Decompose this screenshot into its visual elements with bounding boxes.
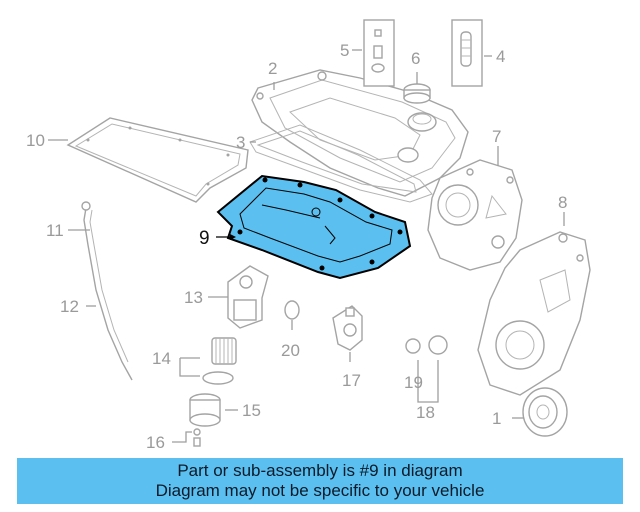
callout-15: 15 [242,401,261,420]
callout-14: 14 [152,349,171,368]
oil-filter-adapter-part[interactable] [227,265,269,329]
oil-filter-cap-part[interactable] [189,393,221,427]
crank-pulley-part[interactable] [522,387,568,437]
o-ring-part[interactable] [405,335,448,355]
dipstick-tube-part[interactable] [81,201,133,381]
stud-alt-part[interactable] [451,19,483,87]
banner-line-disclaimer: Diagram may not be specific to your vehi… [155,481,485,500]
front-cover-part[interactable] [477,231,591,396]
bolt-part[interactable] [193,428,201,447]
leader-lines [48,49,565,443]
callout-20: 20 [281,341,300,360]
callout-7: 7 [492,127,501,146]
oil-pan-part[interactable] [216,174,412,280]
callout-11: 11 [46,221,64,240]
callout-18: 18 [416,403,435,422]
oil-pan-gasket-part[interactable] [66,117,249,203]
info-banner: Part or sub-assembly is #9 in diagram Di… [17,458,623,504]
callout-labels: 1 2 3 4 5 6 7 8 9 10 11 12 13 14 15 16 1… [26,41,567,452]
callout-10: 10 [26,131,45,150]
oil-pressure-sensor-part[interactable] [332,305,363,351]
callout-17: 17 [342,371,361,390]
stud-part[interactable] [363,19,395,87]
banner-line-part: Part or sub-assembly is #9 in diagram [177,461,463,480]
callout-2: 2 [268,59,277,78]
callout-13: 13 [184,288,203,307]
callout-16: 16 [146,433,165,452]
callout-5: 5 [340,41,349,60]
callout-6: 6 [411,49,420,68]
callout-12: 12 [60,297,79,316]
timing-cover-part[interactable] [427,159,523,271]
parts-diagram: 1 2 3 4 5 6 7 8 9 10 11 12 13 14 15 16 1… [26,19,591,452]
valve-cover-gasket-part[interactable] [249,124,433,203]
valve-cover-part[interactable] [251,69,469,197]
callout-19: 19 [404,373,423,392]
callout-4: 4 [496,47,505,66]
callout-9: 9 [199,228,210,249]
callout-8: 8 [558,193,567,212]
callout-3: 3 [236,133,245,152]
washer-part[interactable] [284,300,300,320]
oil-filter-part[interactable] [202,337,237,385]
oil-cap-part[interactable] [403,83,431,104]
callout-1: 1 [492,409,501,428]
